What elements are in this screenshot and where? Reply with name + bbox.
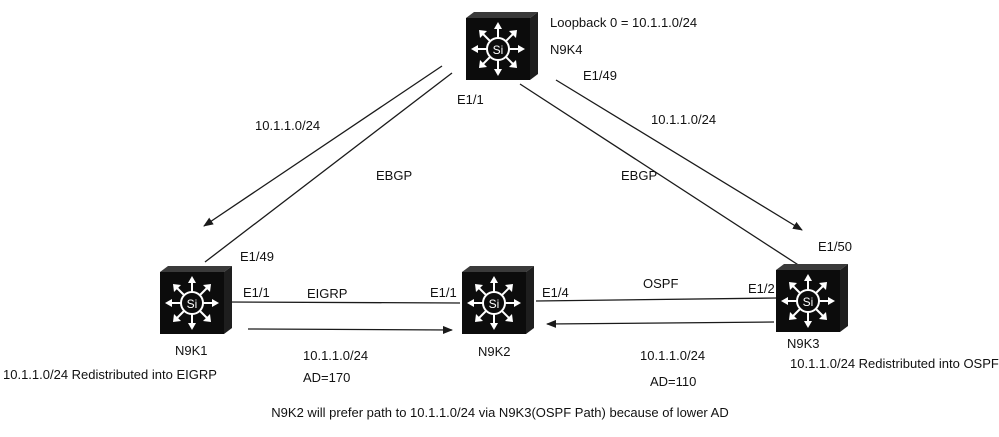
- n9k1-interface-top: E1/49: [240, 249, 274, 264]
- right-route-prefix: 10.1.1.0/24: [651, 112, 716, 127]
- link-n9k1-n9k2: [225, 301, 461, 304]
- n9k4-name: N9K4: [550, 42, 583, 57]
- n9k4-loopback-label: Loopback 0 = 10.1.1.0/24: [550, 15, 697, 30]
- n9k1-interface-right: E1/1: [243, 285, 270, 300]
- switch-n9k4-symbol: Si: [493, 43, 504, 57]
- bottom-left-link-protocol: EIGRP: [307, 286, 347, 301]
- n9k1-name: N9K1: [175, 343, 208, 358]
- route-arrow-n9k1-to-n9k2: [247, 325, 453, 334]
- right-link-protocol: EBGP: [621, 168, 657, 183]
- n9k3-interface-top: E1/50: [818, 239, 852, 254]
- link-n9k4-n9k1: [204, 72, 453, 263]
- switch-n9k3-symbol: Si: [803, 295, 814, 309]
- route-arrow-n9k4-to-n9k3: [555, 79, 803, 231]
- n9k3-redistribution-note: 10.1.1.0/24 Redistributed into OSPF: [790, 356, 999, 371]
- route-arrow-n9k3-to-n9k2: [546, 319, 775, 328]
- footer-caption: N9K2 will prefer path to 10.1.1.0/24 via…: [271, 405, 728, 420]
- link-n9k2-n9k3: [535, 297, 778, 302]
- bottom-right-link-protocol: OSPF: [643, 276, 678, 291]
- n9k2-interface-left: E1/1: [430, 285, 457, 300]
- left-link-protocol: EBGP: [376, 168, 412, 183]
- n9k2-interface-right: E1/4: [542, 285, 569, 300]
- route-arrow-n9k4-to-n9k1: [203, 65, 443, 227]
- n9k1-redistribution-note: 10.1.1.0/24 Redistributed into EIGRP: [3, 367, 217, 382]
- bottom-left-route-ad: AD=170: [303, 370, 350, 385]
- bottom-right-route-ad: AD=110: [650, 374, 696, 389]
- n9k4-interface-right: E1/49: [583, 68, 617, 83]
- bottom-right-route-prefix: 10.1.1.0/24: [640, 348, 705, 363]
- link-n9k4-n9k3: [519, 83, 804, 269]
- switch-n9k1-symbol: Si: [187, 297, 198, 311]
- switch-n9k2-symbol: Si: [489, 297, 500, 311]
- n9k4-interface-left: E1/1: [457, 92, 484, 107]
- n9k3-name: N9K3: [787, 336, 820, 351]
- left-route-prefix: 10.1.1.0/24: [255, 118, 320, 133]
- n9k2-name: N9K2: [478, 344, 511, 359]
- bottom-left-route-prefix: 10.1.1.0/24: [303, 348, 368, 363]
- n9k3-interface-left: E1/2: [748, 281, 775, 296]
